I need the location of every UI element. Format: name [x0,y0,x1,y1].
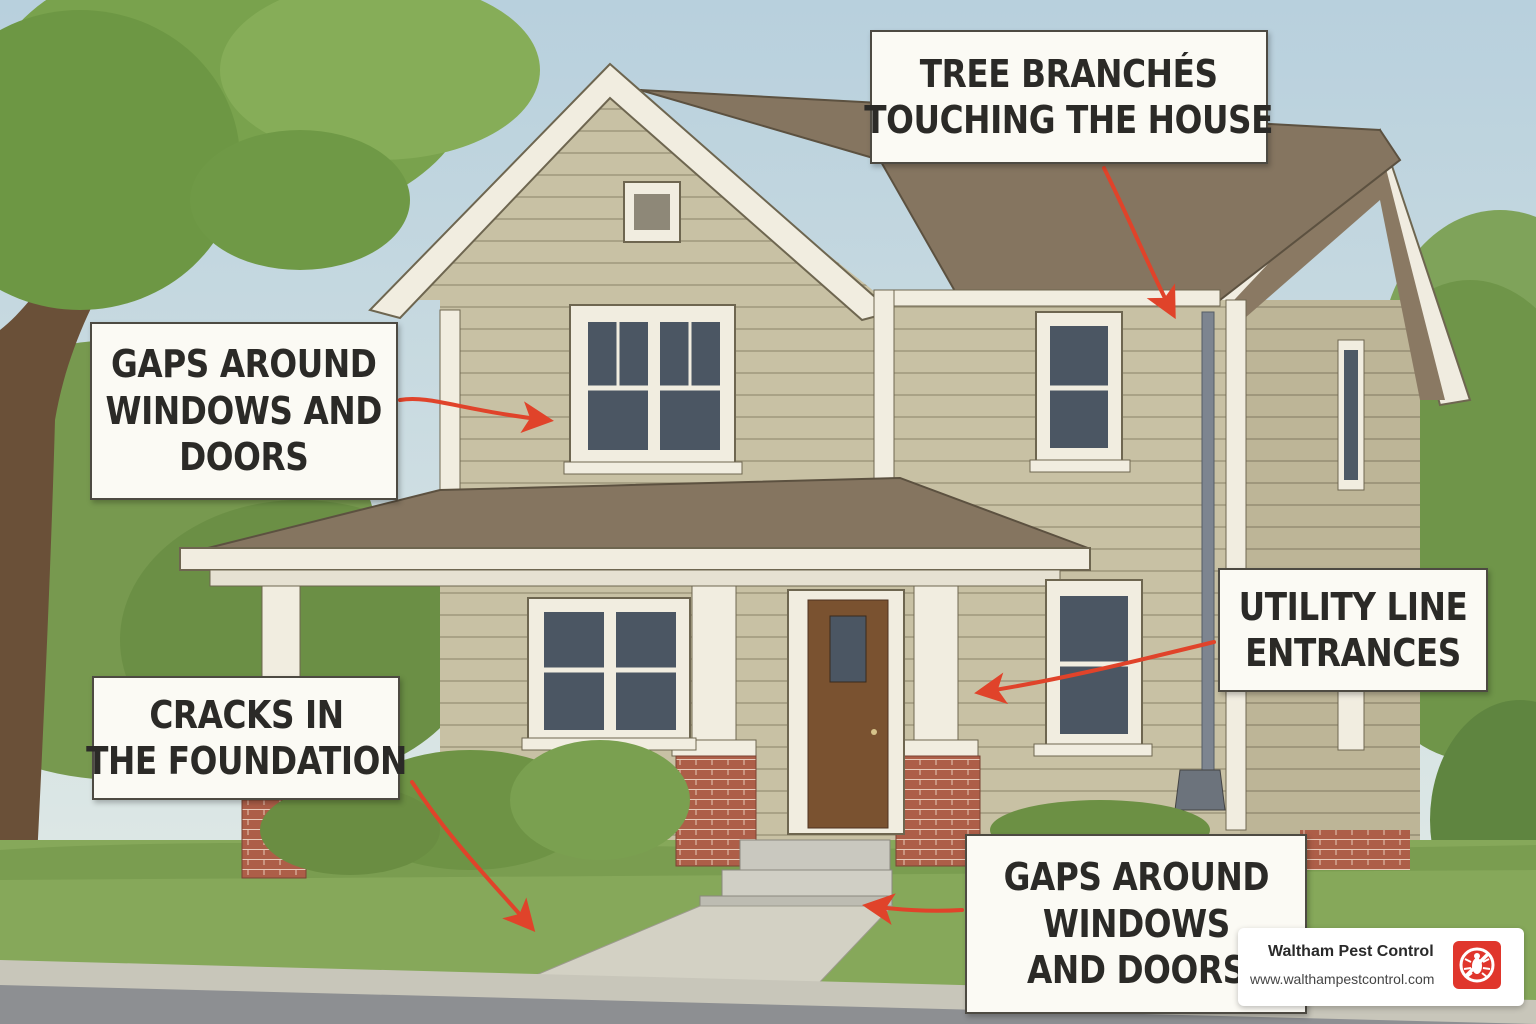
porch-double-window [521,597,697,751]
bushes [260,740,1210,875]
arrow-cracks [410,780,536,933]
tree [0,0,540,1000]
brand-name: Waltham Pest Control [1268,943,1434,960]
callout-line: CRACKS IN [148,692,344,737]
arrow-gaps-lower [862,893,964,926]
arrow-gaps-upper [398,397,554,434]
callout-line: THE FOUNDATION [85,739,407,783]
arrow-utility [974,640,1216,705]
callout-foundation-cracks: CRACKS IN THE FOUNDATION [86,676,407,800]
callout-line: WINDOWS [1042,901,1230,946]
porch-roof [179,476,1091,587]
callout-line: GAPS AROUND [1003,855,1269,900]
callout-tree-branches: TREE BRANCHÉS TOUCHING THE HOUSE [865,30,1274,164]
upper-double-window [563,304,743,475]
callout-gaps-lower: GAPS AROUND WINDOWS AND DOORS [965,834,1307,1014]
callout-line: AND DOORS [1026,948,1246,993]
porch-columns [241,585,981,879]
callout-line: UTILITY LINE [1238,584,1468,629]
porch-right-window [1033,579,1153,757]
callout-line: TREE BRANCHÉS [920,51,1218,96]
upper-right-window [1029,311,1131,473]
callout-line: GAPS AROUND [111,342,377,387]
brand-badge: Waltham Pest Control www.walthampestcont… [1238,928,1524,1006]
callout-gaps-upper: GAPS AROUND WINDOWS AND DOORS [90,322,398,500]
brand-url: www.walthampestcontrol.com [1250,971,1435,987]
callout-utility-lines: UTILITY LINE ENTRANCES [1218,568,1488,692]
arrow-tree-branches [1102,166,1176,320]
callout-line: DOORS [179,435,309,480]
front-door [787,589,905,835]
arrows [398,166,1216,933]
callout-line: TOUCHING THE HOUSE [864,98,1274,142]
callout-line: WINDOWS AND [105,388,383,433]
callout-line: ENTRANCES [1245,631,1461,675]
no-bug-icon [1453,941,1501,989]
